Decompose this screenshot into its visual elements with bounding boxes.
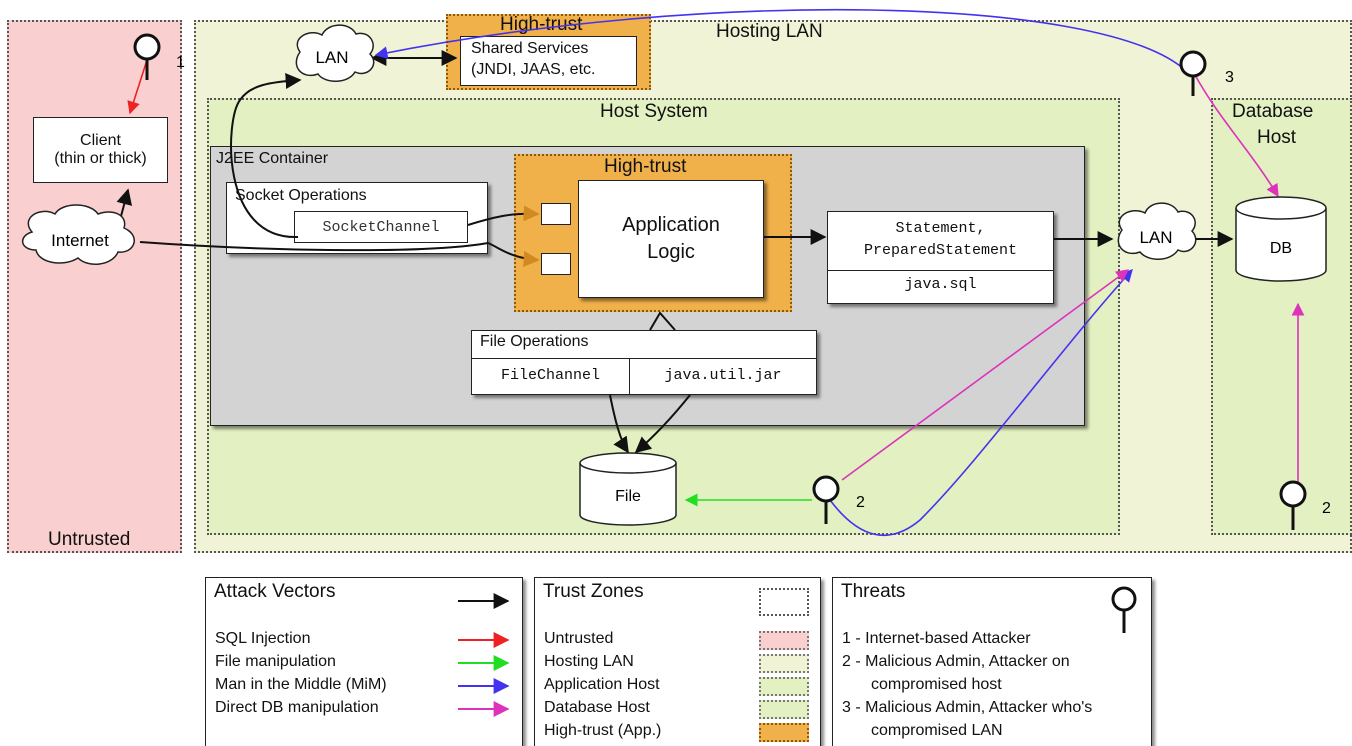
- j2ee-container-label: J2EE Container: [216, 150, 329, 167]
- threat-marker-1: 1: [133, 33, 185, 80]
- fileops-to-app-flow: [649, 311, 676, 331]
- database-host-label-2: Host: [1257, 127, 1297, 148]
- threat-marker-2-db: 2: [1279, 480, 1331, 530]
- legend-tz-swatch-app-host: [759, 677, 809, 696]
- legend-av-item-3: Direct DB manipulation: [215, 699, 379, 716]
- threat-marker-2-host: 2: [812, 475, 865, 524]
- legend-attack-vectors: Attack Vectors SQL Injection File manipu…: [205, 577, 523, 746]
- legend-tz-swatch-blank: [759, 588, 809, 616]
- socket-channel-box: SocketChannel: [294, 211, 468, 243]
- client-box: Client (thin or thick): [33, 117, 168, 183]
- database-host-label-1: Database: [1232, 101, 1314, 122]
- legend-trust-zones-title: Trust Zones: [543, 581, 644, 602]
- internet-to-client-flow: [116, 188, 133, 221]
- shared-services-line1: Shared Services: [471, 40, 589, 57]
- legend-tz-item-2: Application Host: [544, 676, 660, 693]
- legend-av-swatches: [458, 593, 510, 717]
- internet-to-socket-flow: [139, 241, 540, 267]
- socket-to-app-flow: [467, 205, 540, 226]
- legend-threat-item-0: 1 - Internet-based Attacker: [842, 630, 1031, 647]
- legend-threat-item-4: compromised LAN: [871, 722, 1003, 739]
- socket-to-lan-flow: [230, 72, 302, 239]
- shared-high-trust-label: High-trust: [500, 14, 583, 35]
- jar-to-file-flow: [634, 394, 691, 454]
- shared-services-box: Shared Services (JNDI, JAAS, etc.: [460, 36, 637, 86]
- internet-label: Internet: [51, 231, 109, 250]
- database-host-zone: [1211, 98, 1352, 535]
- legend-threats: Threats 1 - Internet-based Attacker 2 - …: [832, 577, 1152, 746]
- file-channel-label: FileChannel: [500, 367, 601, 384]
- untrusted-zone-label: Untrusted: [48, 529, 131, 550]
- mitm-vector-top: [374, 8, 1186, 71]
- statement-line2: PreparedStatement: [863, 242, 1018, 259]
- legend-threat-item-2: compromised host: [871, 676, 1002, 693]
- mitm-vector-bottom: [829, 269, 1133, 536]
- legend-tz-swatch-db-host: [759, 700, 809, 719]
- socket-channel-label: SocketChannel: [322, 218, 440, 236]
- legend-tz-item-0: Untrusted: [544, 630, 614, 647]
- application-logic-line2: Logic: [647, 241, 695, 263]
- host-system-label: Host System: [600, 101, 708, 122]
- application-logic-box: Application Logic: [578, 180, 764, 298]
- legend-tz-item-1: Hosting LAN: [544, 653, 634, 670]
- db-cylinder: DB: [1235, 196, 1327, 282]
- shared-services-line2: (JNDI, JAAS, etc.: [471, 61, 596, 78]
- legend-trust-zones: Trust Zones Untrusted Hosting LAN Applic…: [534, 577, 821, 746]
- threat-marker-2-host-label: 2: [856, 494, 865, 511]
- legend-threats-title: Threats: [841, 581, 906, 602]
- legend-av-item-2: Man in the Middle (MiM): [215, 676, 387, 693]
- threat-marker-3: 3: [1179, 50, 1234, 96]
- untrusted-zone: [7, 20, 182, 553]
- app-port-top: [541, 203, 571, 225]
- application-logic-line1: Application: [622, 214, 720, 236]
- fileops-to-file-flow: [609, 394, 629, 454]
- lan-top-cloud: LAN: [295, 24, 375, 82]
- statement-line1: Statement,: [895, 220, 986, 237]
- statement-box: Statement, PreparedStatement java.sql: [827, 211, 1054, 304]
- client-line2: (thin or thick): [54, 150, 147, 167]
- app-high-trust-label: High-trust: [604, 156, 687, 177]
- legend-tz-swatch-hosting-lan: [759, 654, 809, 673]
- direct-db-vector-lan: [1194, 74, 1279, 198]
- legend-threat-item-3: 3 - Malicious Admin, Attacker who's: [842, 699, 1093, 716]
- file-label: File: [615, 488, 641, 505]
- client-line1: Client: [80, 132, 121, 149]
- db-label: DB: [1270, 240, 1292, 257]
- internet-cloud: Internet: [22, 204, 135, 265]
- java-util-jar-label: java.util.jar: [664, 367, 782, 384]
- legend-threat-icon: [1111, 586, 1137, 633]
- lan-top-label: LAN: [315, 48, 348, 67]
- legend-av-item-0: SQL Injection: [215, 630, 311, 647]
- file-cylinder: File: [579, 452, 677, 526]
- lan-right-cloud: LAN: [1117, 202, 1197, 260]
- threat-marker-3-label: 3: [1225, 69, 1234, 86]
- legend-av-item-1: File manipulation: [215, 653, 336, 670]
- java-sql-label: java.sql: [904, 276, 977, 293]
- threat-marker-2-db-label: 2: [1322, 500, 1331, 517]
- direct-db-vector-host: [841, 269, 1130, 481]
- file-operations-label: File Operations: [480, 333, 589, 350]
- legend-threat-item-1: 2 - Malicious Admin, Attacker on: [842, 653, 1070, 670]
- sql-injection-vector: [127, 59, 148, 115]
- file-operations-box: File Operations FileChannel java.util.ja…: [471, 330, 817, 395]
- legend-tz-swatch-untrusted: [759, 631, 809, 650]
- socket-operations-label: Socket Operations: [235, 187, 367, 204]
- app-port-bottom: [541, 253, 571, 275]
- legend-tz-item-4: High-trust (App.): [544, 722, 662, 739]
- legend-attack-vectors-title: Attack Vectors: [214, 581, 336, 602]
- legend-tz-item-3: Database Host: [544, 699, 650, 716]
- threat-marker-1-label: 1: [176, 54, 185, 71]
- hosting-lan-label: Hosting LAN: [716, 21, 823, 42]
- lan-right-label: LAN: [1139, 228, 1172, 247]
- legend-tz-swatch-high-trust: [759, 723, 809, 742]
